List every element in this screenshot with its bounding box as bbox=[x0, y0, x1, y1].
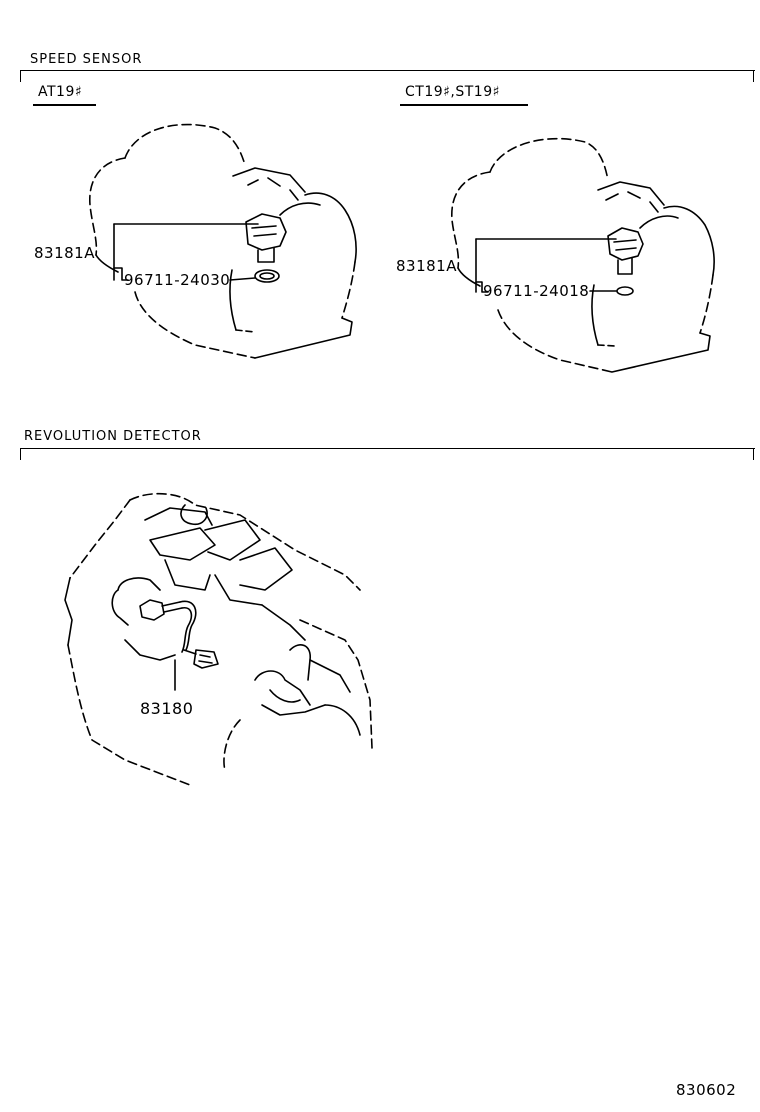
speed-sensor-divider-right-tick bbox=[753, 70, 754, 82]
revolution-detector-divider-right-tick bbox=[753, 448, 754, 460]
revolution-detector-divider bbox=[20, 448, 755, 449]
variant-label-right: CT19♯,ST19♯ bbox=[405, 84, 500, 100]
revolution-detector-part-number: 83180 bbox=[140, 699, 194, 718]
left-speed-sensor-part bbox=[245, 213, 287, 283]
right-speed-sensor-part bbox=[607, 227, 644, 296]
engine-outline bbox=[64, 492, 373, 786]
left-oring-bracket bbox=[113, 267, 129, 281]
right-oring-bracket bbox=[475, 281, 489, 293]
left-sensor-part-number: 83181A bbox=[34, 244, 95, 262]
figure-id: 830602 bbox=[676, 1081, 737, 1099]
speed-sensor-divider bbox=[20, 70, 755, 71]
variant-label-left-underline bbox=[33, 104, 96, 106]
left-transaxle-outline bbox=[89, 123, 357, 359]
revolution-detector-divider-left-tick bbox=[20, 448, 21, 460]
variant-label-left: AT19♯ bbox=[38, 84, 83, 100]
revolution-detector-heading: REVOLUTION DETECTOR bbox=[24, 429, 202, 444]
left-oring-part-number: 96711-24030 bbox=[124, 271, 231, 289]
speed-sensor-heading: SPEED SENSOR bbox=[30, 52, 143, 67]
right-sensor-part-number: 83181A bbox=[396, 257, 457, 275]
speed-sensor-divider-left-tick bbox=[20, 70, 21, 82]
revolution-detector-part bbox=[139, 599, 219, 669]
right-transaxle-outline bbox=[451, 137, 715, 373]
left-oring-leader bbox=[229, 277, 256, 281]
variant-label-right-underline bbox=[400, 104, 528, 106]
right-oring-part-number: 96711-24018 bbox=[483, 282, 590, 300]
